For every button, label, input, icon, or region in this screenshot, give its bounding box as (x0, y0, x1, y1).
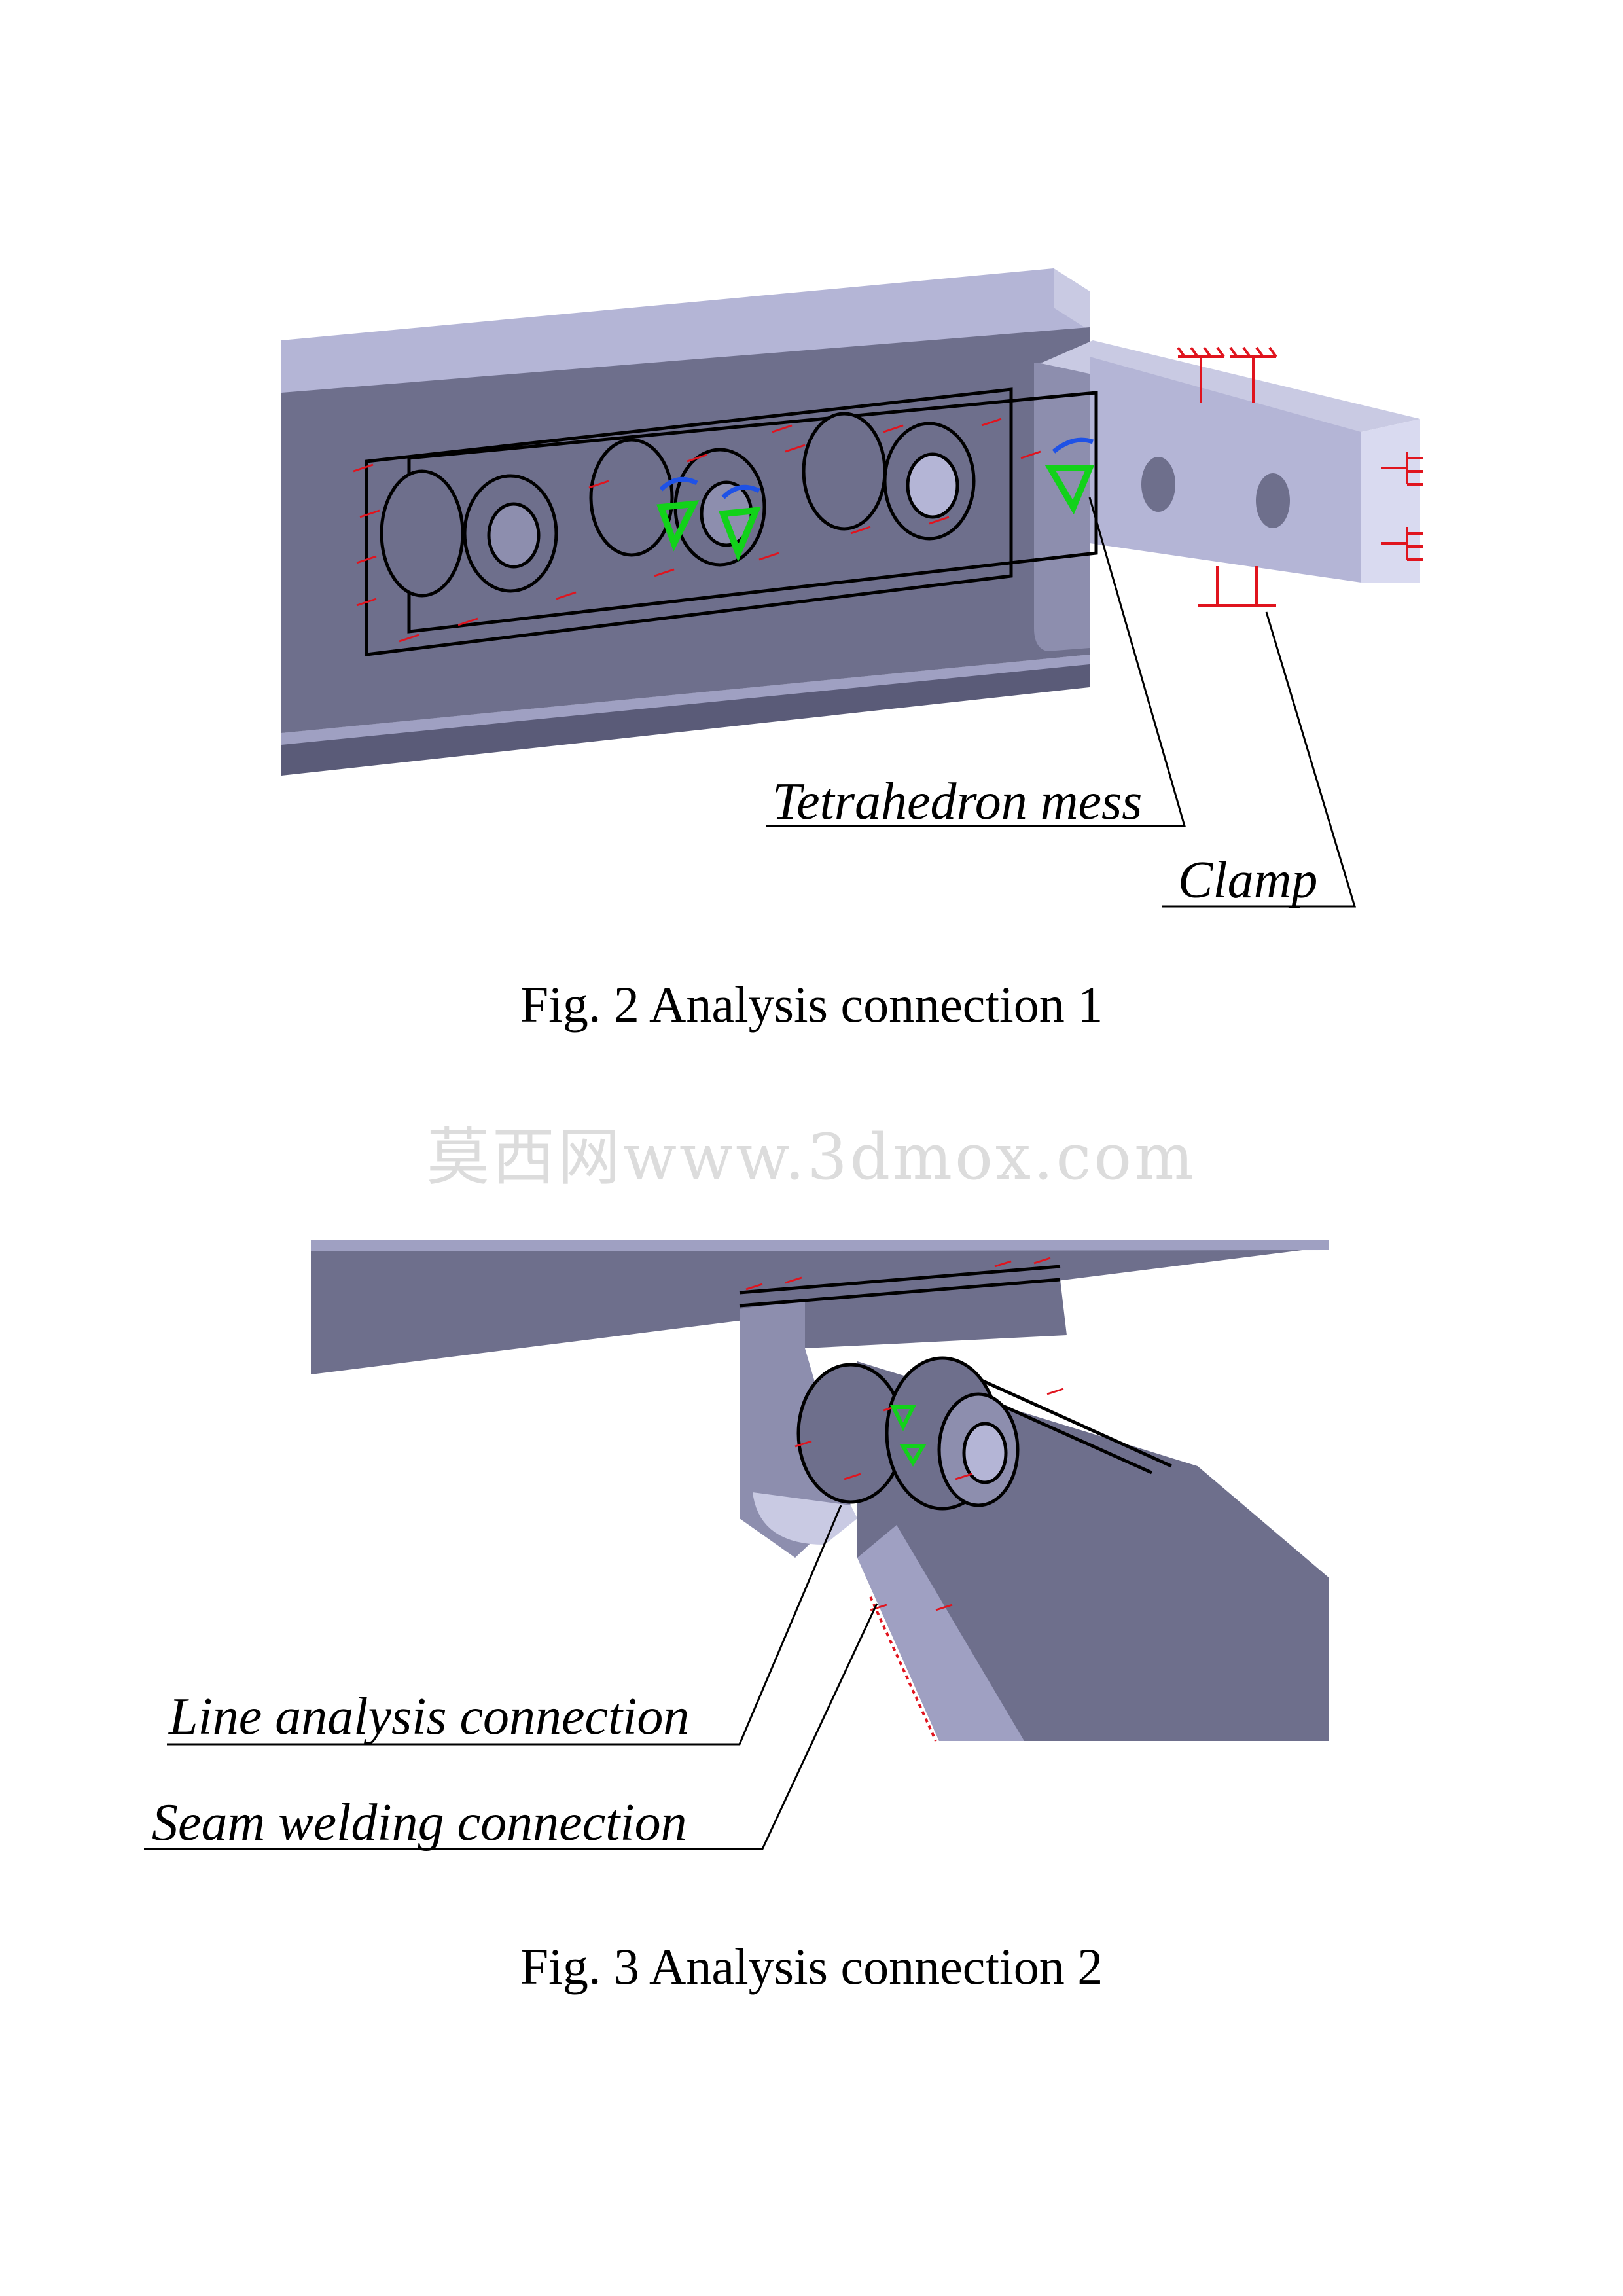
figure-2-caption: Fig. 2 Analysis connection 1 (520, 976, 1103, 1033)
clamp-hole-1 (1141, 457, 1175, 512)
clamp-fixation-symbols (1177, 346, 1423, 607)
callout-tetrahedron-mess: Tetrahedron mess (772, 773, 1143, 831)
clamp-plate-front (1090, 357, 1361, 583)
callout-line-analysis-connection: Line analysis connection (169, 1688, 690, 1746)
figure-2-drawing (281, 268, 1423, 908)
figure-3-caption: Fig. 3 Analysis connection 2 (520, 1938, 1103, 1995)
constraint-symbols (353, 418, 1041, 643)
figure-3-leaders (144, 1505, 878, 1850)
figure-2-leaders (766, 497, 1357, 908)
beam-bottom-flange (281, 655, 1090, 776)
clamp-plate-top (1041, 340, 1420, 432)
watermark: 莫西网www.3dmox.com (426, 1121, 1197, 1194)
clamp-plate-end (1361, 419, 1420, 583)
figure-3-drawing (144, 1240, 1329, 1850)
callout-clamp: Clamp (1178, 852, 1318, 909)
clamp-hole-2 (1256, 473, 1290, 528)
beam-top-flange (281, 268, 1090, 399)
callout-seam-welding-connection: Seam welding connection (152, 1794, 687, 1852)
tetrahedron-markers (656, 437, 1095, 562)
